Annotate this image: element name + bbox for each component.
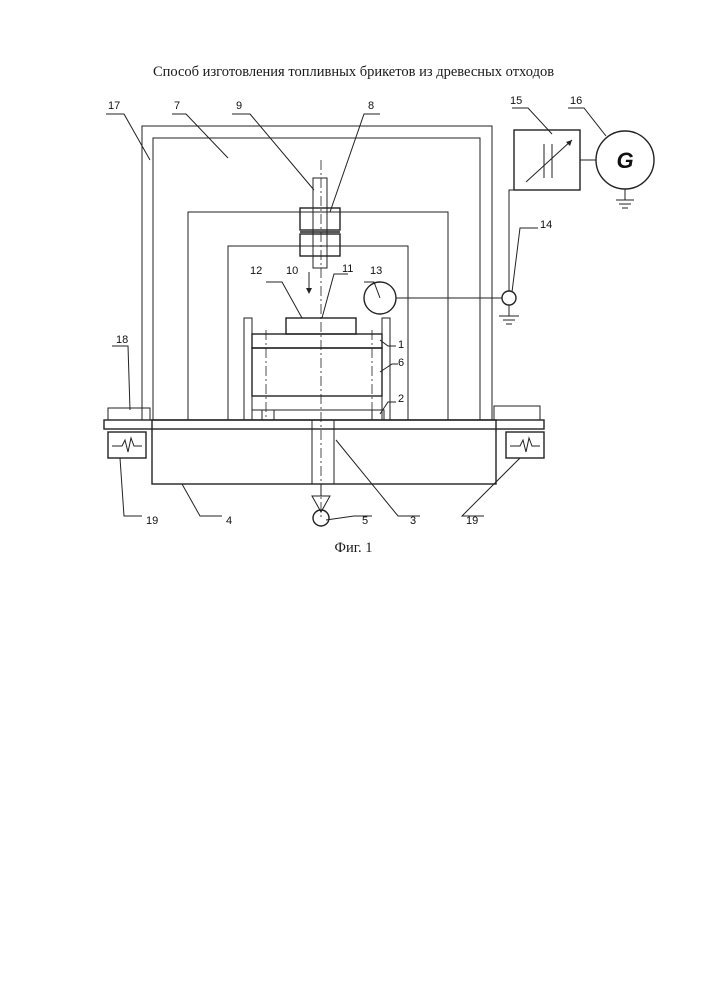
label-9: 9: [236, 100, 242, 112]
label-16: 16: [570, 95, 582, 107]
label-18: 18: [116, 334, 128, 346]
label-14: 14: [540, 219, 552, 231]
label-17: 17: [108, 100, 120, 112]
outer-housing: [142, 126, 492, 420]
figure-caption: Фиг. 1: [0, 540, 707, 557]
label-4: 4: [226, 515, 232, 527]
part-labels: 17 7 9 8 15 16 14 10 11 12 13 1 6 2 18 1…: [108, 95, 582, 527]
label-6: 6: [398, 357, 404, 369]
electrode: [364, 282, 502, 314]
base-plate: [104, 420, 544, 484]
label-19-right: 19: [466, 515, 478, 527]
waveform-icon: [112, 438, 142, 452]
label-11: 11: [342, 263, 353, 275]
ground-icon: [616, 200, 634, 208]
ground-icon: [499, 316, 519, 324]
label-3: 3: [410, 515, 416, 527]
sensor-right: [506, 432, 544, 458]
label-1: 1: [398, 339, 404, 351]
label-13: 13: [370, 265, 382, 277]
label-5: 5: [362, 515, 368, 527]
chamber-wall: [188, 212, 448, 420]
mold-assembly: [244, 318, 390, 420]
label-8: 8: [368, 100, 374, 112]
pressing-direction-arrow: [306, 272, 312, 294]
generator-symbol: G: [616, 148, 633, 173]
label-19-left: 19: [146, 515, 158, 527]
regulator: [514, 130, 596, 190]
label-7: 7: [174, 100, 180, 112]
generator: G: [596, 131, 654, 208]
sensor-left: [108, 432, 146, 458]
support-pads: [108, 406, 540, 420]
label-2: 2: [398, 393, 404, 405]
label-12: 12: [250, 265, 262, 277]
variable-capacitor-icon: [526, 140, 572, 182]
label-15: 15: [510, 95, 522, 107]
waveform-icon: [510, 438, 540, 452]
label-10: 10: [286, 265, 298, 277]
